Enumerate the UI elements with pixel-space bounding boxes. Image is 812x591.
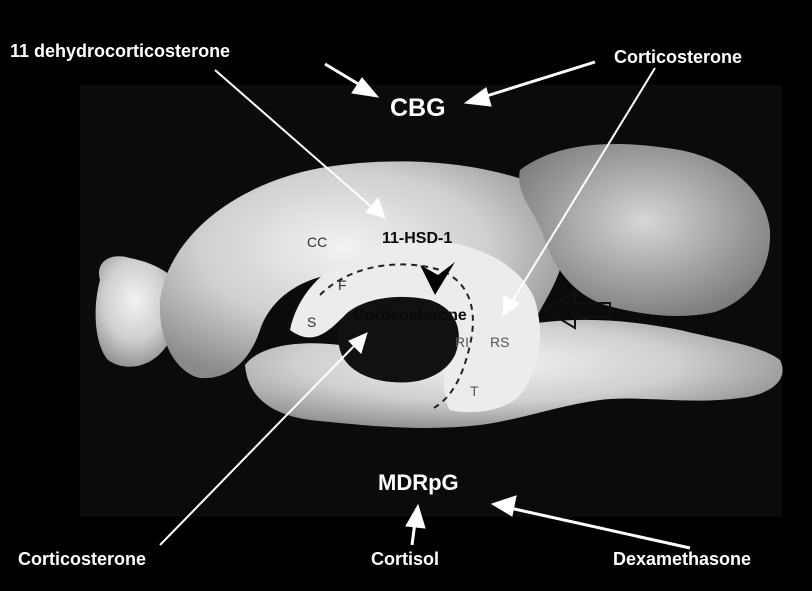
region-rs: RS xyxy=(490,335,509,349)
region-s: S xyxy=(307,315,316,329)
region-cc: CC xyxy=(307,235,327,249)
label-cortisol: Cortisol xyxy=(371,550,439,568)
region-f: F xyxy=(338,278,347,292)
label-corticosterone-center: Corticosterone xyxy=(353,308,467,324)
region-ri: RI xyxy=(455,335,469,349)
label-11-hsd-1: 11-HSD-1 xyxy=(382,231,452,247)
label-11-dehydrocorticosterone: 11 dehydrocorticosterone xyxy=(10,42,230,60)
label-cbg: CBG xyxy=(390,96,446,121)
region-t: T xyxy=(470,384,479,398)
label-mdrpg: MDRpG xyxy=(378,472,459,494)
label-corticosterone-top: Corticosterone xyxy=(614,48,742,66)
label-dexamethasone: Dexamethasone xyxy=(613,550,751,568)
label-corticosterone-bottom: Corticosterone xyxy=(18,550,146,568)
